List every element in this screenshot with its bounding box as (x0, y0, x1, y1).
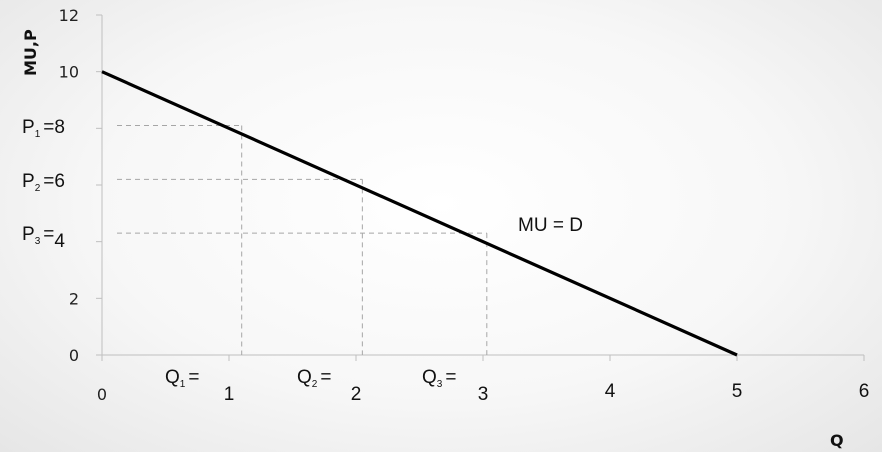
axes (96, 14, 865, 361)
y-tick-label: 10 (59, 63, 79, 82)
x-tick-label: 6 (859, 381, 870, 402)
x-tick-label: 5 (732, 381, 743, 402)
price-label: P2=6 (22, 171, 65, 194)
x-tick-label: 4 (605, 381, 616, 402)
quantity-value: 2 (351, 384, 362, 405)
y-axis-title: MU,P (21, 29, 40, 76)
price-label: P3=4 (22, 224, 65, 252)
quantity-value: 1 (224, 384, 235, 405)
y-tick-label: 2 (69, 289, 79, 308)
demand-line (101, 70, 738, 357)
series-label: MU = D (518, 215, 583, 236)
quantity-label: Q2= (297, 367, 331, 390)
x-tick-label: 0 (97, 385, 107, 404)
quantity-label: Q3= (422, 367, 456, 390)
y-tick-label: 12 (59, 6, 79, 25)
y-tick-label: 0 (69, 346, 79, 365)
series (101, 70, 738, 357)
price-label: P1=8 (22, 117, 65, 140)
annotations: P1=8P2=6P3=4Q1=1Q2=2Q3=3 (22, 117, 488, 405)
quantity-label: Q1= (165, 367, 199, 390)
quantity-value: 3 (478, 384, 489, 405)
x-axis-title: Q (830, 431, 844, 450)
